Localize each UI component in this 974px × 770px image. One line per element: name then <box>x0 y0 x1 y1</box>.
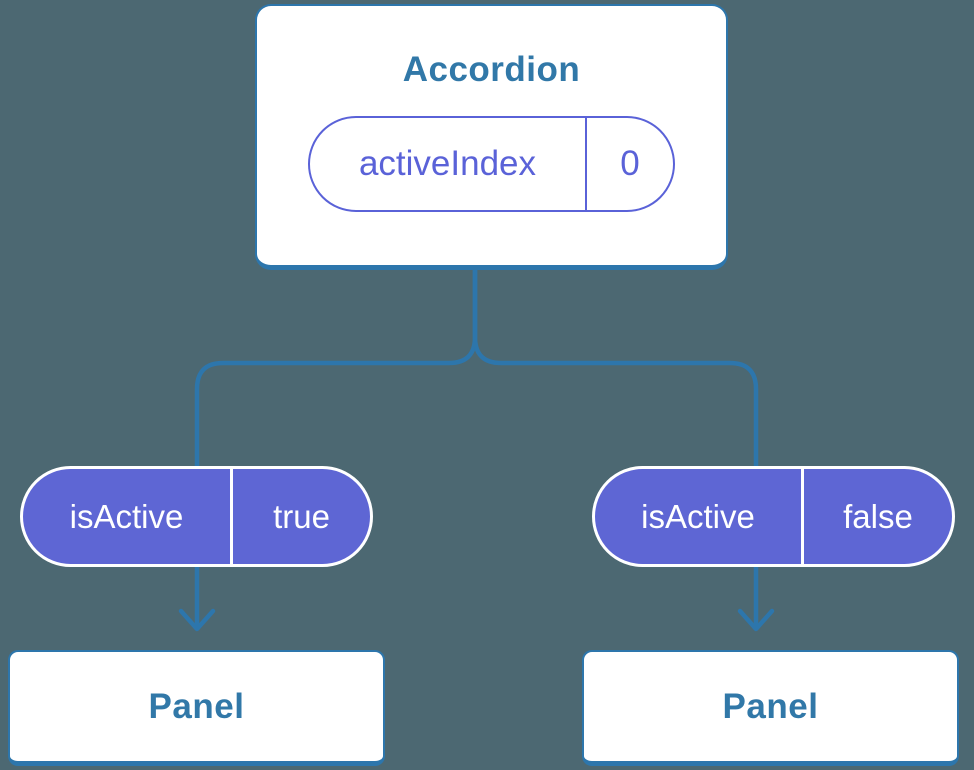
state-value: 0 <box>585 118 673 210</box>
arrow-down-icon <box>178 608 216 632</box>
arrow-down-icon <box>737 608 775 632</box>
prop-pill-isactive-true: isActive true <box>20 466 373 567</box>
prop-name: isActive <box>69 497 184 535</box>
component-node-accordion: Accordion activeIndex 0 <box>255 4 728 270</box>
prop-value: false <box>801 469 952 564</box>
state-name: activeIndex <box>358 144 537 183</box>
component-node-panel-left: Panel <box>8 650 385 766</box>
component-node-panel-right: Panel <box>582 650 959 766</box>
prop-pill-isactive-false: isActive false <box>592 466 955 567</box>
connector-line-left <box>194 263 478 631</box>
state-pill-activeindex: activeIndex 0 <box>308 116 675 212</box>
prop-name: isActive <box>641 497 755 535</box>
component-name: Accordion <box>402 50 581 89</box>
prop-value: true <box>230 469 370 564</box>
connector-line-right <box>472 263 759 631</box>
